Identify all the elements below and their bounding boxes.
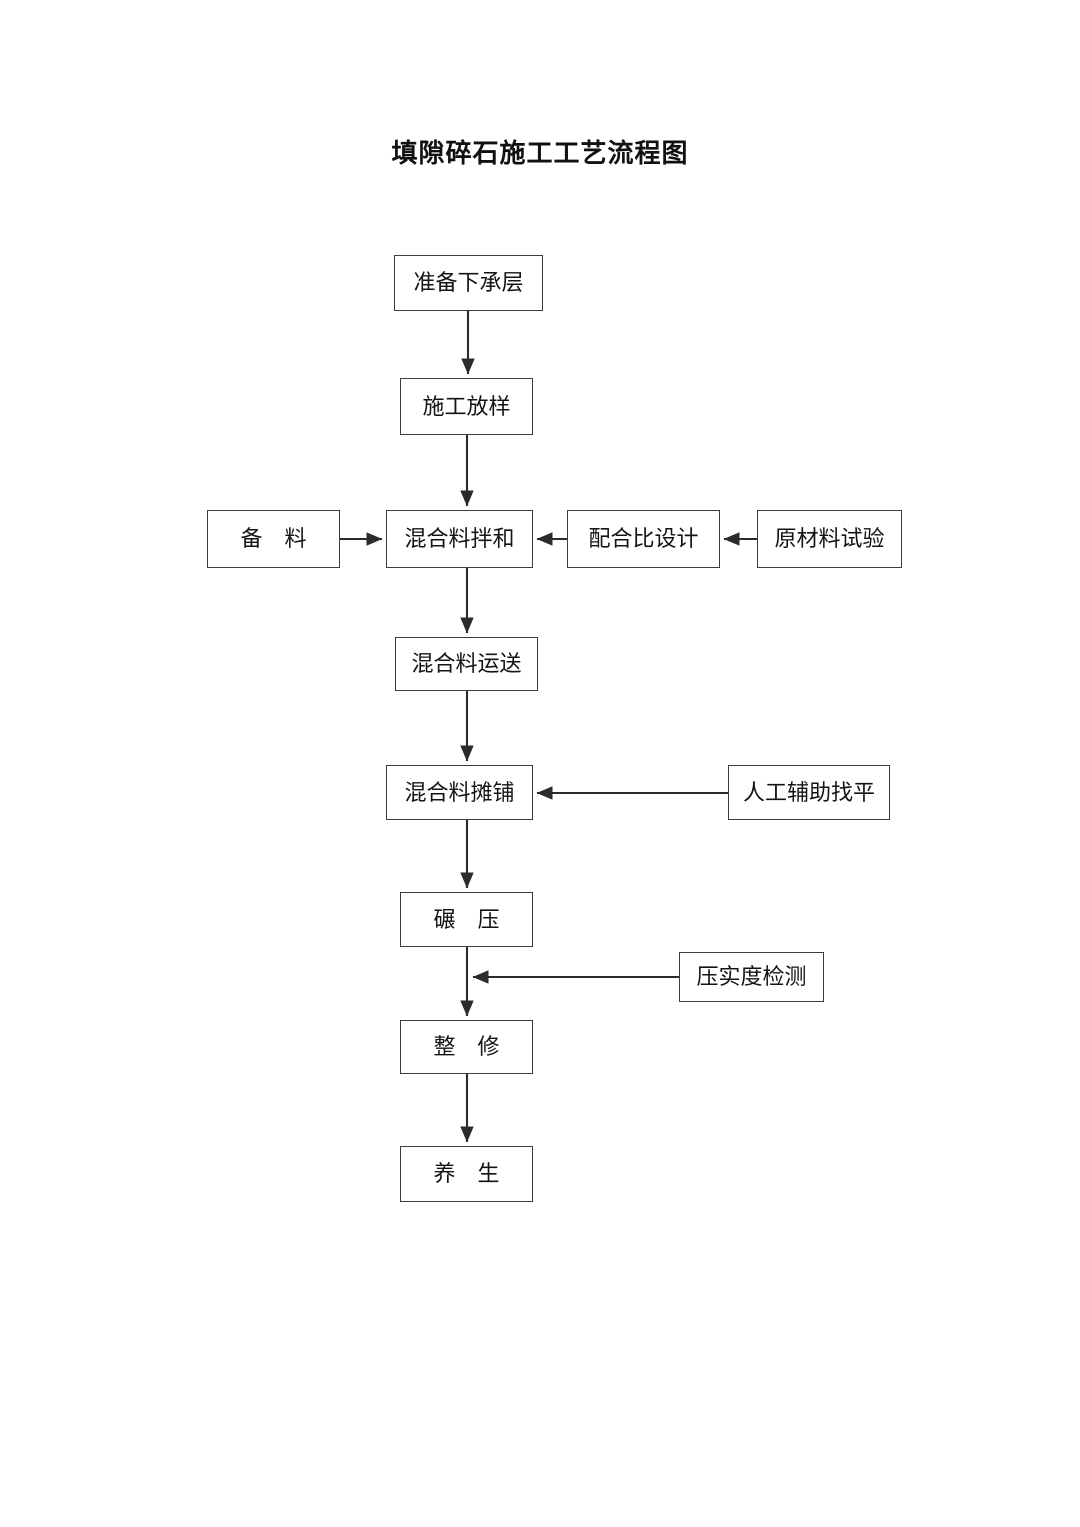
node-label: 配合比设计	[588, 526, 699, 551]
node-label: 碾 压	[433, 906, 500, 932]
node-label: 施工放样	[422, 393, 511, 419]
node-label: 准备下承层	[413, 270, 524, 295]
node-label: 整 修	[433, 1034, 500, 1059]
node-label: 混合料运送	[411, 651, 522, 676]
node-label: 混合料拌和	[404, 526, 515, 551]
node-trimming[interactable]: 整 修	[400, 1020, 533, 1074]
node-label: 备 料	[240, 526, 307, 551]
node-manual-leveling[interactable]: 人工辅助找平	[728, 765, 890, 820]
node-label: 混合料摊铺	[404, 779, 515, 805]
node-setting-out[interactable]: 施工放样	[400, 378, 533, 435]
node-mixture-mixing[interactable]: 混合料拌和	[386, 510, 533, 568]
node-rolling[interactable]: 碾 压	[400, 892, 533, 947]
node-label: 养 生	[433, 1161, 500, 1186]
node-curing[interactable]: 养 生	[400, 1146, 533, 1202]
node-mixture-spreading[interactable]: 混合料摊铺	[386, 765, 533, 820]
page-title: 填隙碎石施工工艺流程图	[391, 138, 689, 168]
node-mix-proportion-design[interactable]: 配合比设计	[567, 510, 720, 568]
node-label: 压实度检测	[696, 964, 807, 989]
node-label: 人工辅助找平	[742, 779, 875, 805]
node-material-preparation[interactable]: 备 料	[207, 510, 340, 568]
node-mixture-transport[interactable]: 混合料运送	[395, 637, 538, 691]
node-compaction-degree-test[interactable]: 压实度检测	[679, 952, 824, 1002]
node-raw-material-test[interactable]: 原材料试验	[757, 510, 902, 568]
node-prepare-subbase[interactable]: 准备下承层	[394, 255, 543, 311]
node-label: 原材料试验	[774, 526, 885, 551]
